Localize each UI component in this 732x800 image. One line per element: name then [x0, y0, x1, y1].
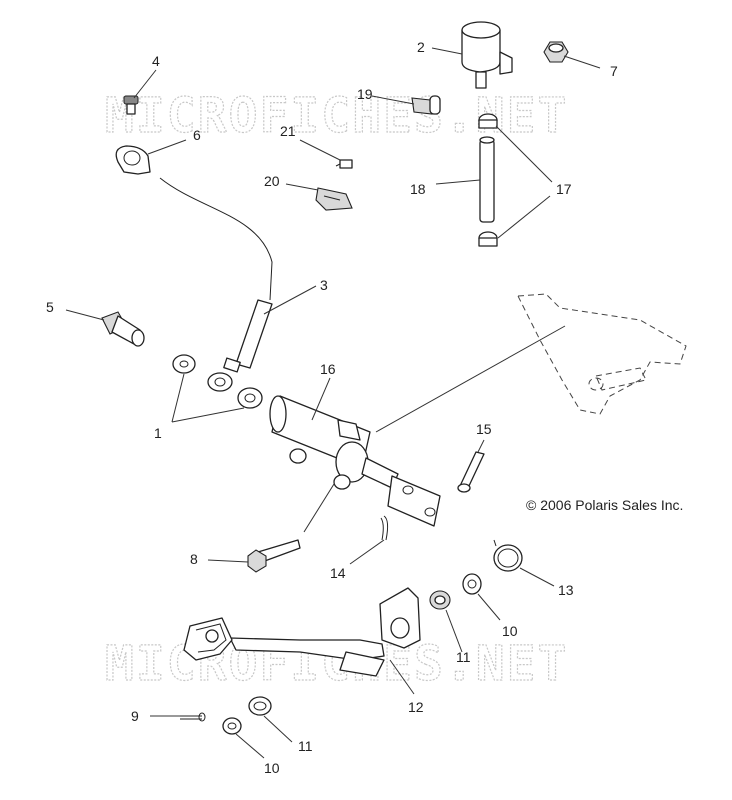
callout-7: 7: [610, 63, 618, 79]
callout-6: 6: [193, 127, 201, 143]
callout-10-lower: 10: [264, 760, 280, 776]
part-brake-pedal: [183, 587, 421, 677]
copyright-notice: © 2006 Polaris Sales Inc.: [526, 497, 683, 513]
callout-19: 19: [357, 86, 373, 102]
callout-14: 14: [330, 565, 346, 581]
part-washer-10-lower: [222, 717, 242, 735]
part-reservoir: [461, 21, 513, 89]
part-brake-line: [159, 177, 273, 392]
part-fitting: [101, 311, 145, 347]
part-washer-10-upper: [462, 573, 482, 595]
callout-8: 8: [190, 551, 198, 567]
part-washer-lower: [237, 387, 263, 409]
callout-10-upper: 10: [502, 623, 518, 639]
callout-4: 4: [152, 53, 160, 69]
part-hose-clamp-lower: [478, 231, 498, 247]
callout-16: 16: [320, 361, 336, 377]
part-master-cylinder: [269, 395, 441, 527]
part-cotter-pin-upper: [380, 515, 389, 541]
leader-lines: [65, 47, 601, 759]
callouts: 2 7 4 19 6 21 20 17 18 3 5 1 16 15 8 14 …: [46, 39, 618, 776]
callout-17: 17: [556, 181, 572, 197]
part-spring-clip: [493, 539, 523, 572]
callout-18: 18: [410, 181, 426, 197]
callout-20: 20: [264, 173, 280, 189]
callout-5: 5: [46, 299, 54, 315]
part-small-pin: [335, 159, 353, 169]
part-cotter-pin-lower: [180, 712, 206, 722]
part-bolt: [247, 539, 301, 573]
callout-12: 12: [408, 699, 424, 715]
callout-11-upper: 11: [456, 649, 471, 665]
callout-9: 9: [131, 708, 139, 724]
mounting-bracket: [517, 293, 687, 415]
callout-1: 1: [154, 425, 162, 441]
part-banjo-bolt: [411, 95, 441, 115]
callout-3: 3: [320, 277, 328, 293]
part-bushing-11-lower: [248, 696, 272, 716]
part-hose-clamp-upper: [478, 113, 498, 129]
part-nut: [543, 41, 569, 63]
callout-15: 15: [476, 421, 492, 437]
callout-13: 13: [558, 582, 574, 598]
part-hose: [479, 136, 495, 223]
callout-11-lower: 11: [298, 738, 313, 754]
part-bushing-11-upper: [429, 590, 451, 610]
watermark-top: MICROFICHES.NET: [105, 88, 568, 144]
callout-21: 21: [280, 123, 296, 139]
part-washer-upper: [172, 354, 196, 374]
part-brake-switch: [315, 187, 353, 211]
part-cable-clamp: [115, 145, 151, 175]
callout-2: 2: [417, 39, 425, 55]
part-clevis-pin: [457, 451, 485, 493]
